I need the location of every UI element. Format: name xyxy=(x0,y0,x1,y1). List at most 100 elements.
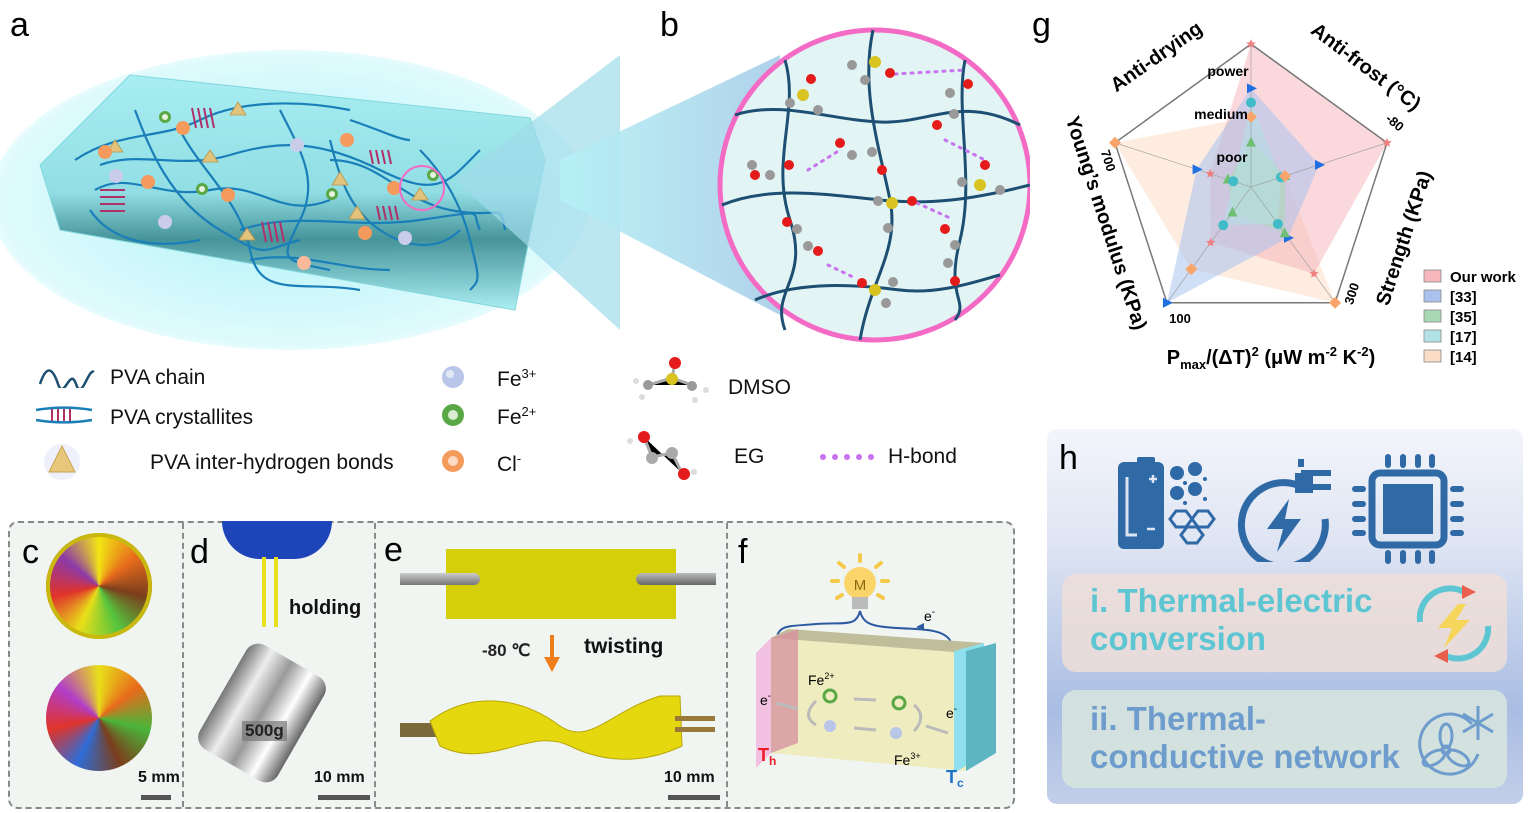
pmax-k: K xyxy=(1337,347,1358,369)
energy-cycle-icon xyxy=(1416,585,1492,663)
radar-outline xyxy=(1114,43,1388,304)
hydrogel-strap xyxy=(262,557,266,627)
dmso-molecule-icon xyxy=(633,357,709,403)
fe2-ion xyxy=(822,688,838,704)
cell-top-face xyxy=(771,629,984,653)
application-thermal-conductive: ii. Thermal- conductive network xyxy=(1062,690,1507,788)
power-plug-icon xyxy=(1237,459,1331,562)
level-label-medium: medium xyxy=(1194,106,1248,122)
panel-d: d holding 500g 10 mm xyxy=(182,521,376,807)
legend-label: Our work xyxy=(1450,269,1517,286)
radar-point xyxy=(1246,39,1256,48)
radar-point xyxy=(1246,136,1256,147)
legend-label: [14] xyxy=(1450,349,1477,366)
pva-chain-icon xyxy=(38,369,95,388)
pmax-delta: /(ΔT) xyxy=(1206,347,1251,369)
cold-t: T xyxy=(946,767,957,787)
scale-label-d: 10 mm xyxy=(314,769,365,786)
fe3-ion xyxy=(890,727,902,739)
electron-sup: - xyxy=(768,691,771,702)
radar-chart: power medium poor Anti-drying Anti-frost… xyxy=(1061,17,1517,372)
hbond-dots-b xyxy=(806,68,987,280)
level-label-poor: poor xyxy=(1216,149,1248,165)
electron-sup: - xyxy=(954,704,957,715)
axis-title-pmax: Pmax/(ΔT)2 (μW m-2 K-2) xyxy=(1167,344,1376,372)
fan-snowflake-icon xyxy=(1418,706,1494,776)
application-thermal-electric: i. Thermal-electric conversion xyxy=(1062,574,1507,672)
radar-point xyxy=(1272,219,1283,230)
radar-point xyxy=(1205,168,1215,178)
caption-twisting: twisting xyxy=(584,635,664,658)
external-circuit-wire xyxy=(775,610,956,672)
hot-side-label: Th xyxy=(758,745,776,768)
bulb-label: M xyxy=(854,577,867,594)
photo-strip: c 5 mm d holding 500g 10 mm e -80 ℃ twis… xyxy=(8,521,1015,809)
cold-electrode-face xyxy=(966,643,996,771)
legend-eg: EG xyxy=(734,445,765,468)
radar-spoke xyxy=(1250,186,1336,303)
legend-label: [33] xyxy=(1450,289,1477,306)
fe2-label: Fe2+ xyxy=(808,671,835,688)
axis-title-anti-drying: Anti-drying xyxy=(1107,17,1207,96)
legend-fe3-charge: 3+ xyxy=(521,366,537,381)
redox-arrows xyxy=(775,697,949,735)
ion-spheres xyxy=(98,111,439,270)
legend-pva-hbonds: PVA inter-hydrogen bonds xyxy=(150,451,394,474)
legend-pva-chain: PVA chain xyxy=(110,366,206,389)
temperature-label: -80 ℃ xyxy=(482,641,531,660)
electron-label-left: e- xyxy=(760,691,771,708)
electron-e: e xyxy=(924,608,932,624)
pmax-sup2: 2 xyxy=(1252,344,1259,359)
electrode-right xyxy=(636,573,716,585)
legend-swatch xyxy=(1423,329,1442,343)
level-label-power: power xyxy=(1207,63,1249,79)
caption-holding: holding xyxy=(289,597,362,619)
fe3-label: Fe3+ xyxy=(894,751,921,768)
radar-point xyxy=(1279,227,1290,238)
legend-label: [35] xyxy=(1450,309,1477,326)
legend-cl-charge: - xyxy=(516,451,522,466)
legend-fe2-charge: 2+ xyxy=(521,404,537,419)
pmax-unit: (μW m xyxy=(1259,347,1326,369)
pva-crystallites-icon xyxy=(35,406,93,424)
panel-f-label: f xyxy=(738,533,748,571)
radar-point xyxy=(1309,268,1319,278)
flat-hydrogel-photo xyxy=(446,549,676,619)
radar-point xyxy=(1205,237,1216,247)
legend-dmso: DMSO xyxy=(728,376,791,399)
thermal-electric-line1: i. Thermal-electric xyxy=(1090,582,1373,619)
panel-h-label: h xyxy=(1059,439,1078,477)
electron-e: e xyxy=(760,692,768,708)
radar-point xyxy=(1279,169,1292,182)
scale-label-c: 5 mm xyxy=(138,769,180,786)
fe3-text: Fe xyxy=(894,752,911,768)
radar-point xyxy=(1228,176,1239,187)
hydrogel-network-illustration xyxy=(0,50,620,350)
radar-point xyxy=(1218,220,1229,231)
battery-material-icon xyxy=(1118,457,1216,549)
panel-f: f M e- Fe2+ xyxy=(726,523,1013,807)
legend-cl-text: Cl xyxy=(497,453,517,476)
pmax-sub: max xyxy=(1180,357,1207,372)
chip-icon xyxy=(1352,454,1464,564)
radar-point xyxy=(1382,137,1392,147)
thermal-conductive-line1: ii. Thermal- xyxy=(1090,700,1267,737)
hydrogel-strap xyxy=(274,557,278,627)
radar-point xyxy=(1185,263,1198,276)
electron-label-top: e- xyxy=(924,607,935,624)
legend-swatch xyxy=(1423,269,1442,283)
down-arrow-icon xyxy=(544,635,560,672)
tick-pmax: 100 xyxy=(1169,311,1191,326)
legend-fe2-text: Fe xyxy=(497,406,522,429)
electrode-left xyxy=(400,573,480,585)
pmax-p: P xyxy=(1167,347,1180,369)
legend-cl: Cl- xyxy=(497,451,521,477)
cold-side-label: Tc xyxy=(946,767,964,790)
pva-crystallites xyxy=(100,107,399,243)
radar-point xyxy=(1192,164,1203,175)
eg-molecule-icon xyxy=(627,431,697,480)
electron-label-right: e- xyxy=(946,704,957,721)
scale-bar-d xyxy=(318,795,370,800)
weight-label: 500g xyxy=(242,721,287,741)
radar-point xyxy=(1162,297,1173,308)
